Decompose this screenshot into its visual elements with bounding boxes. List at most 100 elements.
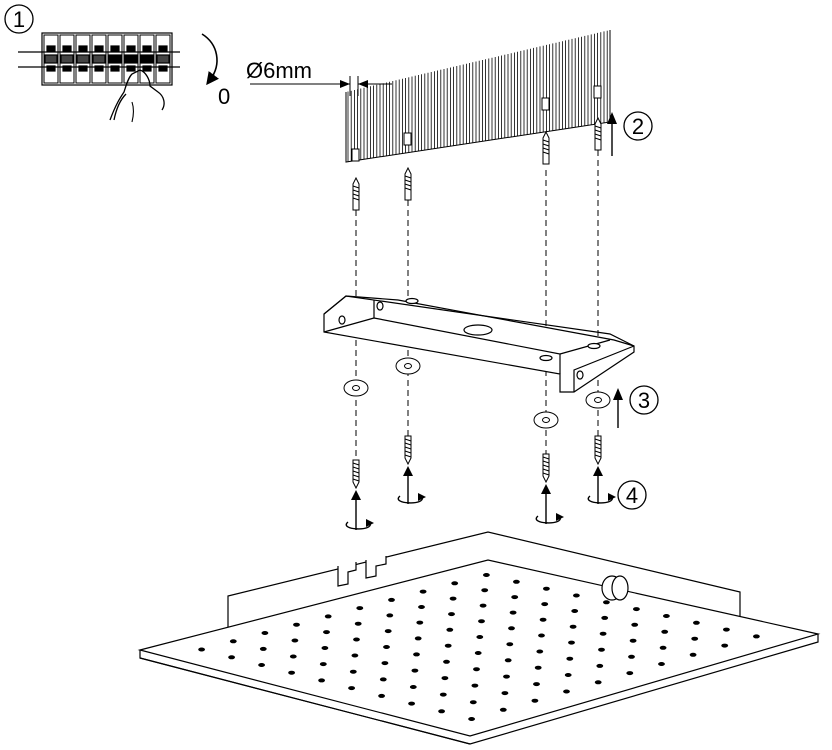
led-dot (506, 642, 514, 647)
led-dot (753, 634, 760, 639)
led-dot (293, 622, 300, 627)
led-dot (413, 652, 420, 657)
led-dot (348, 686, 355, 691)
led-dot (259, 646, 267, 651)
screws (345, 435, 616, 530)
led-dot (541, 602, 549, 607)
led-dot (564, 673, 572, 677)
led-dot (661, 629, 669, 634)
led-dot (633, 607, 640, 612)
led-dot (539, 617, 547, 622)
svg-text:3: 3 (638, 388, 650, 413)
led-dot (474, 651, 482, 655)
led-dot (321, 646, 329, 650)
led-dot (438, 709, 445, 714)
led-dot (228, 655, 236, 660)
screw (397, 435, 426, 504)
led-dot (386, 613, 394, 618)
drill-diameter-dimension: Ø6mm (246, 58, 392, 96)
step-2-marker: 2 (607, 111, 653, 156)
led-dot (409, 685, 417, 689)
led-dot (511, 595, 519, 600)
led-dot (468, 717, 475, 721)
led-dot (388, 597, 395, 602)
led-dot (566, 656, 574, 661)
led-dot (568, 640, 575, 645)
switch-off-arrow: 0 (201, 33, 230, 109)
ceiling-hatched (345, 30, 611, 163)
led-dot (198, 647, 206, 652)
screw (535, 453, 564, 524)
led-dot (626, 671, 634, 676)
led-dot (324, 614, 332, 619)
wall-plug (542, 130, 550, 165)
wall-plugs (352, 116, 602, 211)
step-1-marker: 1 (4, 4, 34, 34)
led-dot (573, 593, 580, 598)
led-dot (381, 661, 389, 666)
svg-text:2: 2 (632, 114, 644, 139)
led-dot (499, 707, 507, 712)
led-dot (416, 620, 424, 625)
washers (343, 357, 611, 429)
led-dot (408, 701, 415, 706)
led-dot (543, 586, 550, 591)
led-dot (318, 678, 325, 683)
circuit-breaker-panel (18, 32, 180, 123)
led-dot (628, 654, 635, 659)
led-dot (603, 600, 610, 605)
mounting-bracket (323, 295, 635, 393)
led-dot (258, 663, 265, 667)
led-dot (449, 596, 457, 601)
led-dot (569, 624, 577, 629)
led-dot (444, 643, 452, 648)
led-dot (629, 638, 637, 643)
screw (587, 435, 616, 504)
led-dot (446, 627, 454, 632)
led-dot (469, 700, 477, 705)
led-dot (631, 622, 639, 627)
svg-text:4: 4 (626, 483, 638, 508)
led-dot (601, 615, 609, 620)
led-dot (379, 677, 387, 682)
led-dot (479, 603, 487, 608)
svg-text:0: 0 (218, 84, 230, 109)
led-dot (596, 663, 604, 668)
led-dot (353, 637, 360, 642)
led-dot (443, 659, 450, 664)
led-dot (419, 589, 427, 594)
led-dot (229, 639, 237, 644)
wall-plug (352, 176, 360, 211)
led-dot (658, 662, 665, 666)
led-dot (503, 674, 510, 679)
led-dot (471, 683, 479, 688)
led-dot (594, 680, 602, 685)
led-dot (508, 626, 515, 631)
led-dot (323, 630, 330, 635)
led-dot (473, 667, 480, 672)
led-dot (538, 633, 545, 638)
led-dot (439, 692, 447, 697)
led-dot (533, 682, 540, 687)
led-dot (663, 614, 670, 618)
screw (345, 459, 374, 530)
led-dot (509, 610, 517, 615)
led-dot (501, 691, 509, 696)
led-dot (563, 689, 570, 694)
led-dot (721, 643, 729, 648)
wall-plug (594, 116, 602, 151)
svg-text:Ø6mm: Ø6mm (246, 58, 312, 83)
led-dot (689, 652, 697, 657)
led-dot (659, 645, 667, 650)
led-dot (351, 653, 359, 658)
led-dot (723, 627, 730, 632)
led-dot (693, 620, 700, 625)
led-dot (691, 636, 699, 641)
led-dot (536, 649, 544, 654)
led-dot (414, 636, 422, 641)
led-dot (571, 609, 579, 613)
led-dot (291, 638, 299, 643)
led-dot (483, 573, 490, 577)
led-dot (441, 676, 449, 681)
